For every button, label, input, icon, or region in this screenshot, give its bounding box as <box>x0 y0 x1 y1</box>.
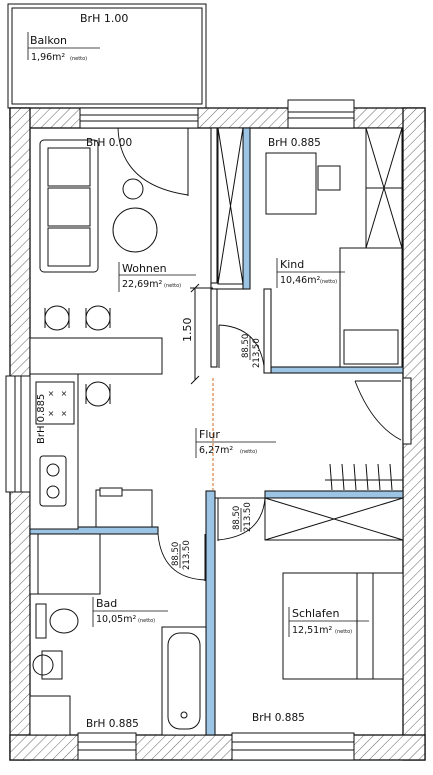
bedroom-sill-height: BrH 0.885 <box>252 712 305 724</box>
room-area-flur: 6,27m² <box>199 445 233 456</box>
room-area-note-kind: (netto) <box>320 279 337 285</box>
door-child-height: 213.50 <box>252 338 262 368</box>
room-area-note-wohnen: (netto) <box>164 283 181 289</box>
room-label-schlafen: Schlafen 12,51m² (netto) <box>288 607 369 637</box>
balcony-label: Balkon <box>30 34 67 47</box>
child-furniture <box>217 127 403 368</box>
svg-text:×: × <box>48 389 55 398</box>
dimension-living-passage: 1.50 <box>181 283 213 385</box>
kitchen: × × × × BrH 0.885 <box>29 373 153 530</box>
door-child-width: 88.50 <box>241 334 251 358</box>
bath-sill-height: BrH 0.885 <box>86 718 139 730</box>
room-name-flur: Flur <box>199 428 220 441</box>
balcony-area: 1,96m² <box>31 52 65 63</box>
bath-furniture <box>29 533 207 736</box>
kitchen-sill-height: BrH 0.885 <box>36 394 47 444</box>
room-label-bad: Bad 10,05m² (netto) <box>92 597 168 627</box>
room-label-kind: Kind 10,46m² (netto) <box>276 258 345 288</box>
room-label-flur: Flur 6,27m² (netto) <box>195 428 276 458</box>
room-name-wohnen: Wohnen <box>122 262 167 275</box>
bedroom-furniture <box>264 497 404 680</box>
room-name-schlafen: Schlafen <box>292 607 339 620</box>
windows <box>5 99 412 761</box>
child-sill-height: BrH 0.885 <box>268 137 321 149</box>
room-area-schlafen: 12,51m² <box>292 625 332 636</box>
balcony-area-note: (netto) <box>70 56 87 62</box>
svg-text:×: × <box>61 409 68 418</box>
dimension-passage-label: 1.50 <box>181 318 194 343</box>
balcony: BrH 1.00 Balkon 1,96m² (netto) <box>7 3 207 109</box>
room-area-note-schlafen: (netto) <box>335 629 352 635</box>
room-name-kind: Kind <box>280 258 304 271</box>
door-bath-width: 88.50 <box>171 542 181 566</box>
room-area-note-bad: (netto) <box>138 618 155 624</box>
door-bath-height: 213.50 <box>182 540 192 570</box>
room-area-wohnen: 22,69m² <box>122 279 162 290</box>
door-bedroom-height: 213.50 <box>243 502 253 532</box>
living-sill-height: BrH 0.00 <box>86 137 132 149</box>
room-area-note-flur: (netto) <box>240 449 257 455</box>
room-area-kind: 10,46m² <box>280 275 320 286</box>
svg-text:×: × <box>61 389 68 398</box>
room-area-bad: 10,05m² <box>96 614 136 625</box>
living-furniture <box>39 127 189 407</box>
svg-text:×: × <box>48 409 55 418</box>
room-label-wohnen: Wohnen 22,69m² (netto) <box>118 262 196 292</box>
room-name-bad: Bad <box>96 597 117 610</box>
interior-walls <box>29 127 404 736</box>
balcony-sill-height: BrH 1.00 <box>80 12 128 25</box>
door-bedroom-width: 88.50 <box>232 506 242 530</box>
corridor-details <box>157 380 403 581</box>
